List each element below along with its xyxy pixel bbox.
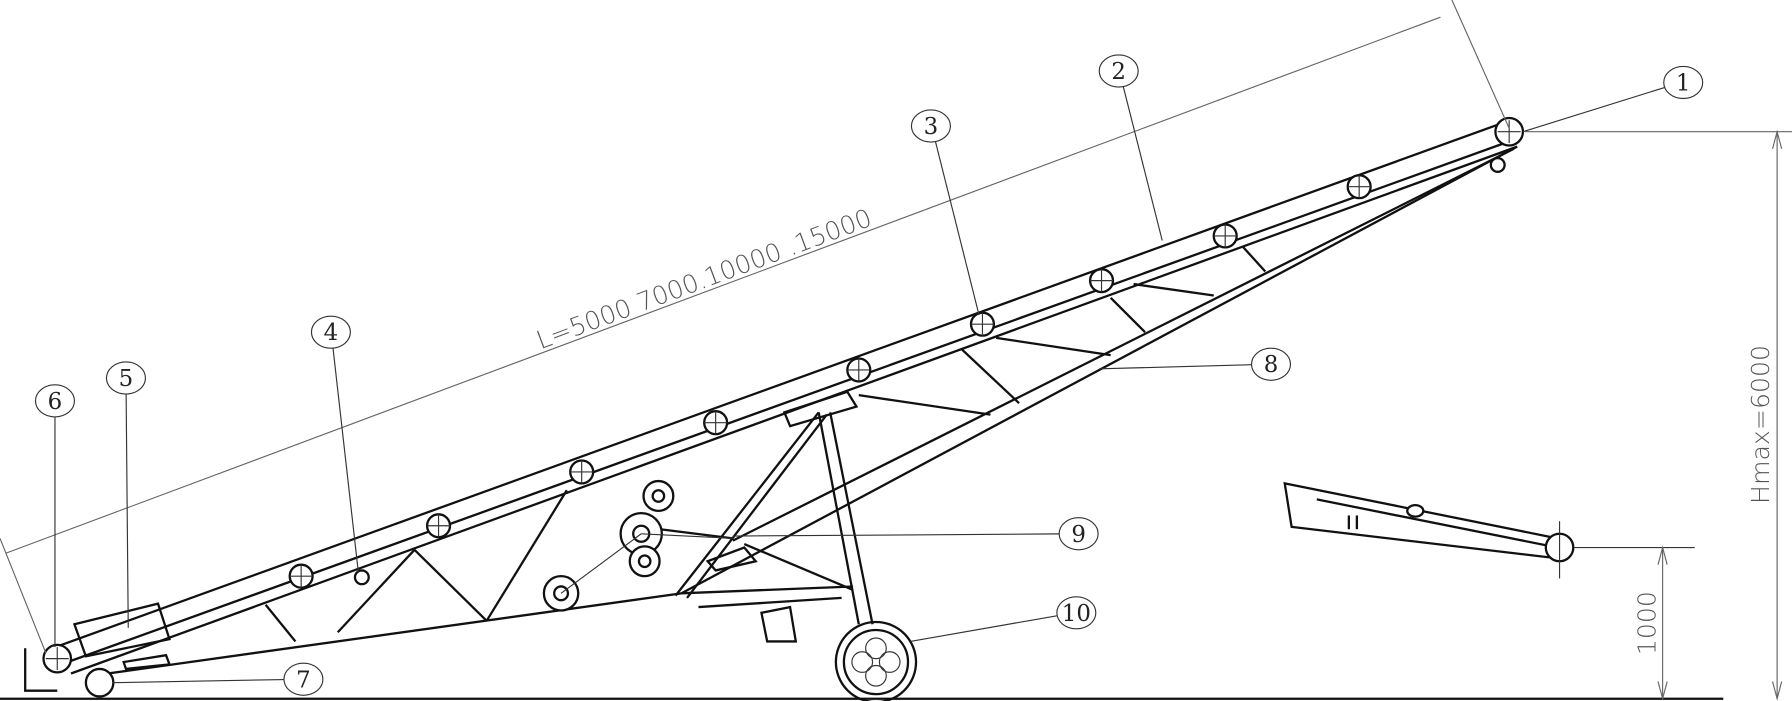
callout-bubble <box>1098 54 1139 88</box>
callout-bubble <box>910 109 951 143</box>
callout-label: 6 <box>48 389 63 415</box>
callout-bubble <box>34 384 76 418</box>
length-dimension-label: L=5000 7000.10000 .15000 <box>532 203 875 355</box>
callout-bubble <box>1663 65 1704 100</box>
callout-leader <box>1522 86 1666 133</box>
callout-leader <box>732 533 1061 537</box>
callout-label: 7 <box>296 667 311 693</box>
callout-label: 4 <box>324 320 339 346</box>
callout-bubble <box>283 662 324 696</box>
callout-label: 9 <box>1071 522 1086 548</box>
callout-bubble <box>1058 517 1099 551</box>
support-legs <box>641 390 874 643</box>
callout-bubble <box>105 361 146 395</box>
callout-leader <box>1099 364 1253 370</box>
callout-bubble <box>1056 596 1097 630</box>
hmax-dimension-label: Hmax=6000 <box>1746 345 1775 504</box>
callout-leader <box>125 394 129 628</box>
feed-hopper <box>72 602 171 658</box>
callout-label: 1 <box>1676 70 1691 96</box>
callout-leader <box>910 614 1059 643</box>
callout-label: 5 <box>119 366 134 392</box>
callout-bubble <box>1250 347 1292 381</box>
tail-roller <box>84 667 115 698</box>
callout-leader <box>112 678 286 684</box>
min-height-dimension-label: 1000 <box>1633 591 1662 655</box>
callout-leader <box>332 348 359 573</box>
truss <box>91 145 1518 677</box>
callouts: 1 2 3 4 5 6 7 8 9 10 <box>34 54 1704 696</box>
callout-label: 10 <box>1062 601 1091 627</box>
callout-leader <box>934 141 980 316</box>
callout-bubble <box>310 315 351 349</box>
wheel <box>834 620 918 701</box>
callout-label: 3 <box>924 114 939 140</box>
idler-rollers <box>42 116 1525 674</box>
callout-leader <box>1122 86 1163 241</box>
drive-pulleys <box>542 479 733 612</box>
belt-frame <box>45 120 1518 675</box>
callout-label: 2 <box>1111 59 1126 85</box>
callout-label: 8 <box>1264 352 1279 378</box>
tail-bracket <box>24 648 58 692</box>
lowered-conveyor-inset <box>1283 481 1695 579</box>
